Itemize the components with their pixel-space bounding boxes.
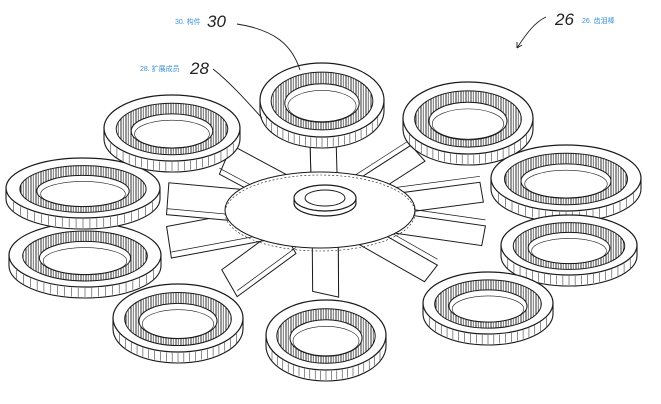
label-26: 26 26. 齿泪棒 [554, 10, 615, 29]
label-28-caption: 28. 扩展成员 [140, 64, 180, 73]
ring-bottom-right [422, 271, 554, 346]
label-28-number: 28 [189, 59, 209, 78]
ring-bottom-left [112, 283, 244, 364]
label-26-caption: 26. 齿泪棒 [582, 16, 615, 25]
arm-6 [311, 240, 340, 298]
leader-lines [212, 16, 547, 119]
ring-left [8, 222, 162, 299]
ring-upper-left [5, 157, 161, 230]
ring-top-left [103, 94, 241, 173]
ring-bottom [265, 299, 387, 382]
ring-top [259, 62, 385, 149]
label-30-caption: 30. 构件 [175, 17, 201, 26]
label-28: 28. 扩展成员 28 [140, 59, 209, 78]
center-hub [224, 171, 416, 252]
ring-right [490, 144, 642, 223]
label-30: 30. 构件 30 [175, 12, 226, 31]
ring-upper-right [402, 81, 534, 166]
ring-members [5, 62, 642, 382]
label-30-number: 30 [207, 12, 226, 31]
label-26-number: 26 [554, 10, 574, 29]
ring-lower-right [500, 214, 638, 287]
